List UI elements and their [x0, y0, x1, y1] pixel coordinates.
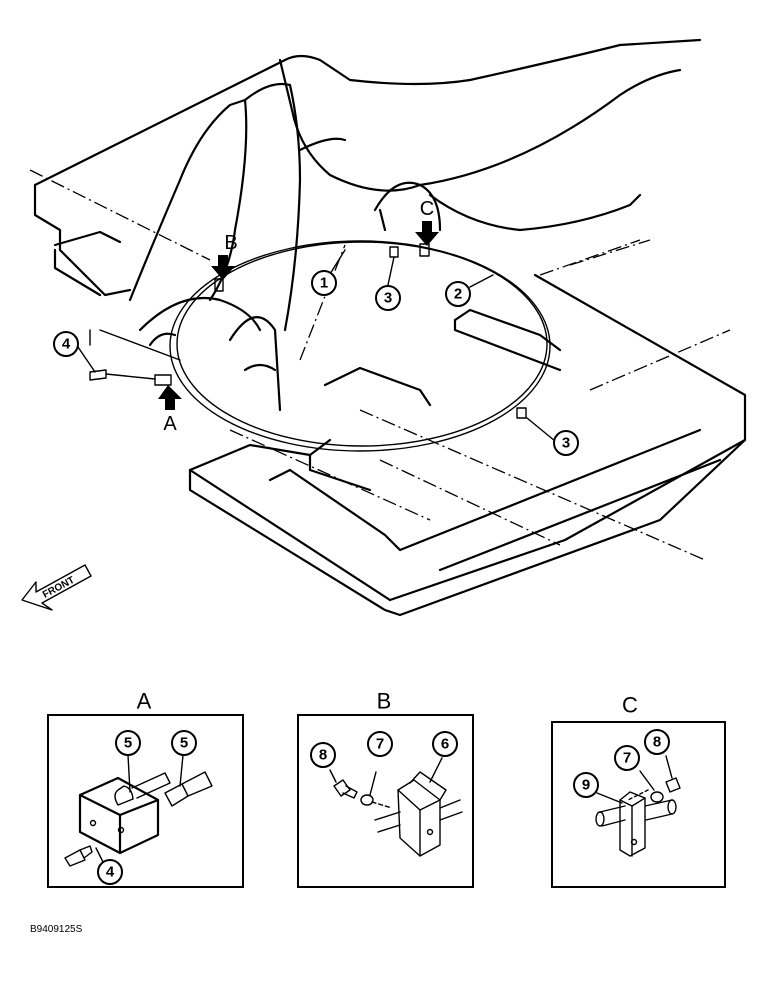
detail-b-callout-6: 6	[432, 731, 458, 757]
svg-text:4: 4	[106, 864, 115, 881]
detail-c	[551, 721, 726, 888]
detail-b-title: B	[377, 689, 392, 714]
svg-text:8: 8	[653, 734, 661, 751]
detail-b-callout-7: 7	[367, 731, 393, 757]
svg-text:3: 3	[562, 435, 570, 452]
callout-4: 4	[53, 331, 79, 357]
svg-text:7: 7	[376, 736, 384, 753]
detail-c-callout-8: 8	[644, 729, 670, 755]
view-label-b: B	[224, 232, 237, 254]
svg-text:4: 4	[62, 336, 71, 353]
callout-3-upper: 3	[375, 285, 401, 311]
hose-clamp-b	[214, 278, 224, 292]
svg-text:8: 8	[319, 747, 327, 764]
svg-text:9: 9	[582, 777, 590, 794]
svg-text:7: 7	[623, 750, 631, 767]
detail-c-callout-7: 7	[614, 745, 640, 771]
svg-text:3: 3	[384, 290, 392, 307]
figure-id: B9409125S	[30, 924, 83, 935]
centerlines	[29, 169, 731, 561]
detail-c-title: C	[622, 693, 638, 718]
hose-clamp-upper	[389, 246, 399, 258]
svg-text:5: 5	[180, 735, 188, 752]
callout-2: 2	[445, 281, 471, 307]
detail-a-title: A	[137, 689, 152, 714]
leader-lines	[77, 249, 556, 442]
lower-frame	[89, 273, 747, 617]
view-arrow-b: B	[211, 232, 238, 280]
detail-a-callout-4: 4	[97, 859, 123, 885]
svg-text:2: 2	[454, 286, 462, 303]
view-label-c: C	[420, 198, 434, 220]
view-label-a: A	[163, 413, 177, 435]
boom-brackets	[128, 82, 442, 412]
view-arrow-c: C	[415, 198, 439, 246]
svg-text:1: 1	[320, 275, 328, 292]
detail-b-callout-8: 8	[310, 742, 336, 768]
callout-3-right: 3	[553, 430, 579, 456]
grease-hose-ring	[169, 240, 551, 452]
svg-text:6: 6	[441, 736, 449, 753]
grease-fitting-4	[89, 369, 156, 381]
svg-text:5: 5	[124, 735, 132, 752]
detail-a-callout-5-right: 5	[171, 730, 197, 756]
callout-1: 1	[311, 270, 337, 296]
detail-a	[47, 714, 244, 888]
hose-clamp-right	[516, 407, 527, 419]
detail-a-callout-5-left: 5	[115, 730, 141, 756]
view-arrow-a: A	[158, 385, 182, 435]
front-arrow: FRONT	[21, 564, 92, 611]
fitting-block-a	[154, 374, 172, 386]
upper-structure	[33, 38, 702, 297]
hose-clamp-c	[419, 243, 430, 257]
detail-c-callout-9: 9	[573, 772, 599, 798]
